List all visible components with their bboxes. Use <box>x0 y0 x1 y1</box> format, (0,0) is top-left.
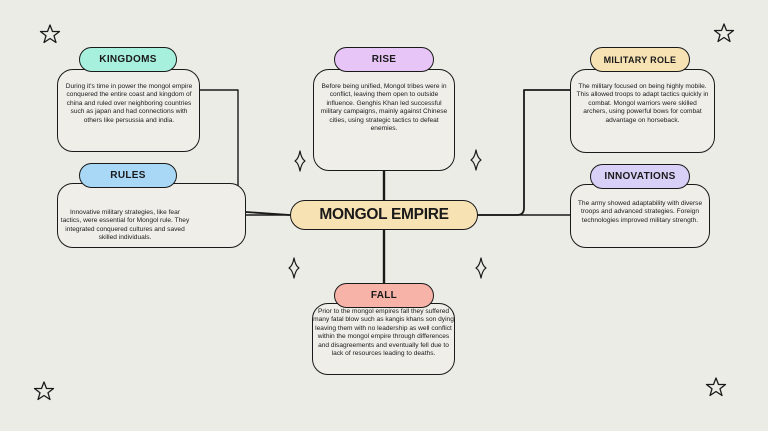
star-outline-icon <box>713 23 735 43</box>
fall-title: FALL <box>334 283 434 308</box>
innovations-card <box>570 184 710 248</box>
connector-rules <box>245 211 291 216</box>
kingdoms-title: KINGDOMS <box>79 47 177 72</box>
rules-description: Innovative military strategies, like fea… <box>60 209 190 242</box>
star-outline-icon <box>33 381 55 401</box>
fall-description: Prior to the mongol empires fall they su… <box>313 308 454 358</box>
rise-title: RISE <box>334 47 434 72</box>
kingdoms-card <box>57 69 200 152</box>
rules-title: RULES <box>79 163 177 188</box>
rise-description: Before being unified, Mongol tribes were… <box>320 83 448 133</box>
sparkle-icon <box>294 150 306 172</box>
fall-card <box>312 303 455 375</box>
star-outline-icon <box>39 24 61 44</box>
military-role-card <box>570 69 715 153</box>
military-role-description: The military focused on being highly mob… <box>576 83 709 124</box>
connector-kingdoms <box>199 89 291 216</box>
sparkle-icon <box>470 149 482 171</box>
innovations-description: The army showed adaptability with divers… <box>577 200 703 224</box>
connector-military-role <box>477 89 571 216</box>
military-role-title: MILITARY ROLE <box>590 47 690 72</box>
mongol-empire-title: MONGOL EMPIRE <box>290 200 478 230</box>
rules-card <box>57 183 246 248</box>
sparkle-icon <box>288 257 300 279</box>
innovations-title: INNOVATIONS <box>590 164 690 189</box>
kingdoms-description: During it's time in power the mongol emp… <box>65 83 193 124</box>
sparkle-icon <box>475 257 487 279</box>
star-outline-icon <box>705 377 727 397</box>
